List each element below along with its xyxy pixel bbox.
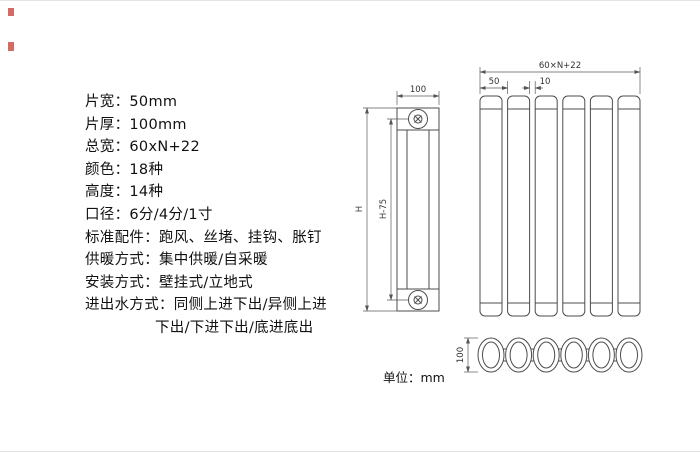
spec-line-water-flow: 进出水方式：同侧上进下出/异侧上进	[85, 297, 327, 314]
spec-list: 片宽：50mm 片厚：100mm 总宽：60xN+22 颜色：18种 高度：14…	[85, 91, 327, 340]
side-column-body	[396, 107, 440, 312]
spec-line-heating-mode: 供暖方式：集中供暖/自采暖	[85, 252, 268, 269]
side-center-distance-dimension: H-75	[379, 118, 408, 301]
side-height-dimension: H	[355, 107, 397, 312]
front-total-width-dim-label: 60×N+22	[539, 61, 581, 71]
watermark-artifact	[8, 42, 14, 51]
side-height-dim-label: H	[355, 206, 365, 212]
front-pitch-dim-label: 50	[489, 77, 500, 87]
spec-line-accessories: 标准配件：跑风、丝堵、挂钩、胀钉	[85, 229, 322, 246]
top-tubes	[477, 337, 643, 373]
technical-drawing: 100 H-75	[355, 61, 643, 373]
spec-line-colors: 颜色：18种	[85, 161, 164, 178]
front-view: 60×N+22 50 10	[479, 61, 641, 317]
spec-line-thickness: 片厚：100mm	[85, 116, 187, 133]
top-depth-dim-label: 100	[456, 347, 466, 363]
top-tube-connectors	[503, 348, 617, 362]
top-depth-dimension: 100	[456, 337, 478, 373]
spec-line-heights: 高度：14种	[85, 184, 164, 201]
side-width-dimension: 100	[396, 85, 440, 105]
side-view: 100 H-75	[355, 85, 440, 312]
top-view: 100	[456, 337, 643, 373]
spec-line-water-flow-cont: 下出/下进下出/底进底出	[155, 319, 314, 336]
watermark-artifact	[8, 8, 14, 16]
front-gap-dim-label: 10	[540, 77, 551, 87]
front-total-width-dimension: 60×N+22	[479, 61, 641, 94]
front-pitch-dimension: 50	[479, 77, 509, 94]
side-bottom-plug-icon	[408, 290, 428, 310]
side-center-dim-label: H-75	[379, 199, 389, 219]
side-top-plug-icon	[408, 109, 428, 129]
front-gap-dimension: 10	[522, 77, 550, 94]
front-columns	[479, 95, 641, 317]
spec-line-total-width: 总宽：60xN+22	[85, 139, 200, 156]
unit-label: 单位：mm	[383, 370, 445, 385]
spec-line-install-mode: 安装方式：壁挂式/立地式	[85, 274, 253, 291]
spec-line-caliber: 口径：6分/4分/1寸	[85, 206, 213, 223]
side-width-dim-label: 100	[410, 85, 426, 95]
spec-line-width: 片宽：50mm	[85, 94, 178, 110]
